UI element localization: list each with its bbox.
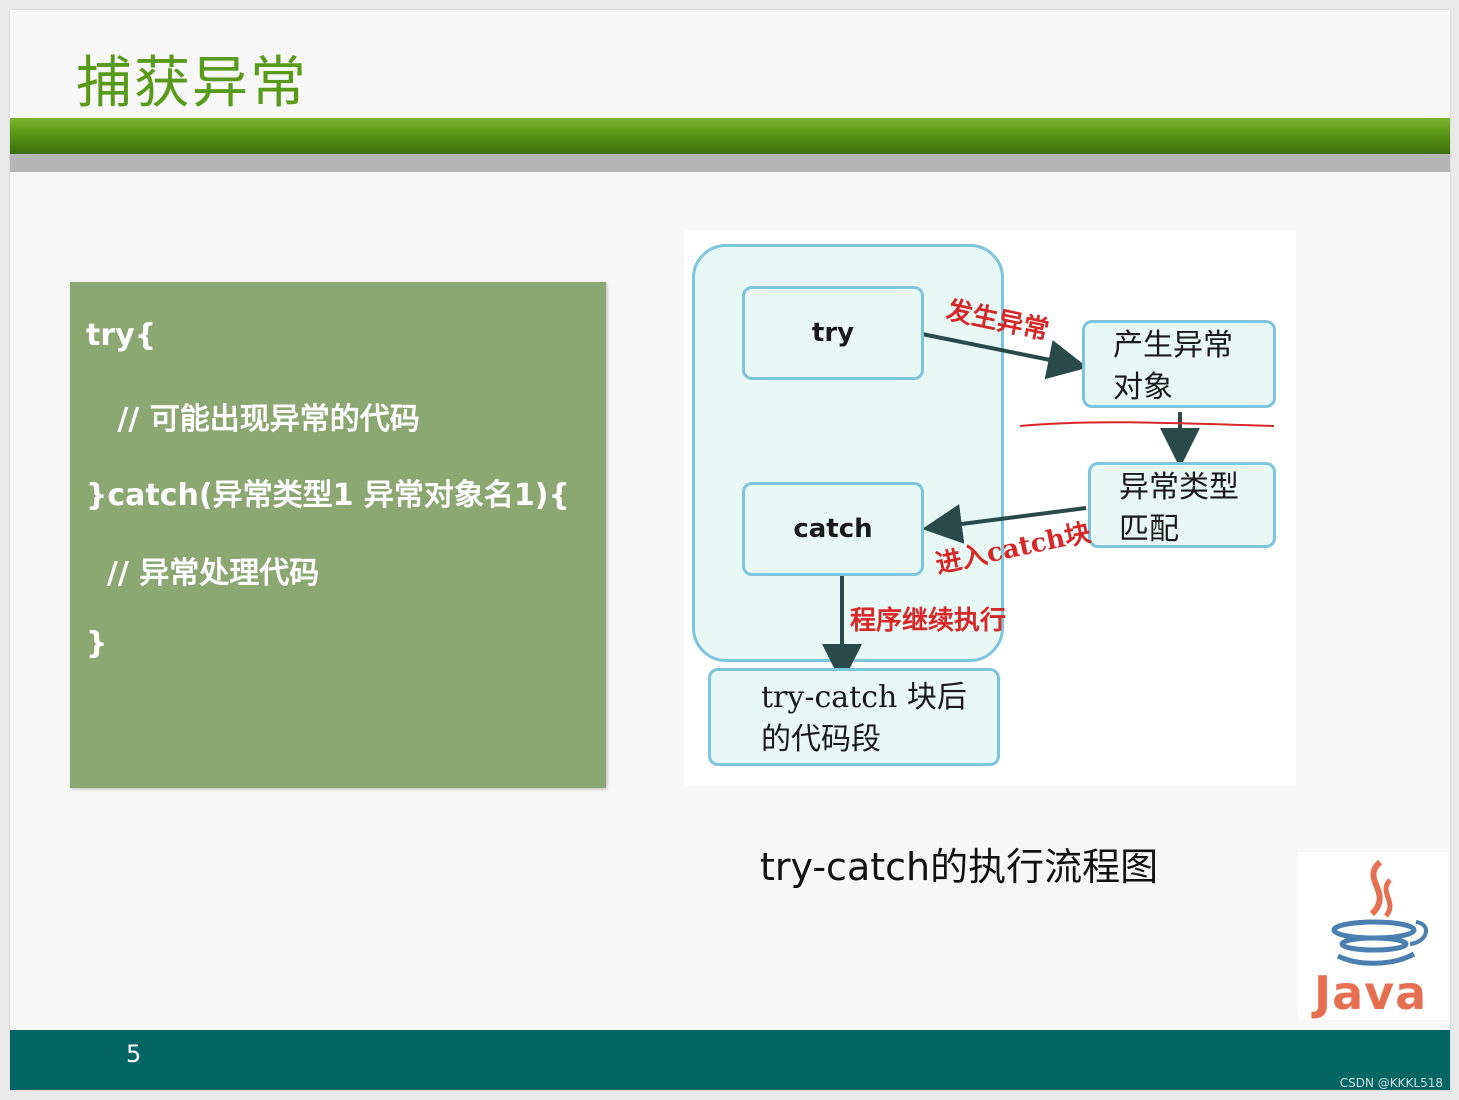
header-gray-bar [10,154,1450,172]
node-type-match: 异常类型 匹配 [1088,462,1276,548]
arrow-try-to-object [921,332,1088,380]
slide: 捕获异常 try{ // 可能出现异常的代码 }catch(异常类型1 异常对象… [10,10,1450,1090]
node-catch: catch [742,482,924,576]
node-exception-object: 产生异常 对象 [1082,320,1276,408]
node-after-block: try-catch 块后 的代码段 [708,668,1000,766]
node-line: 产生异常 [1113,328,1233,363]
code-line: // 可能出现异常的代码 [86,402,420,437]
java-logo [1298,852,1448,1020]
watermark: CSDN @KKKL518 [1339,1076,1443,1090]
diagram-arrows [822,332,1275,684]
java-logo-text: Java [1314,966,1428,1020]
node-line: 异常类型 [1119,470,1239,505]
code-line: // 异常处理代码 [86,556,320,591]
slide-title: 捕获异常 [76,51,308,116]
node-line: 匹配 [1119,512,1179,547]
code-line: } [86,626,108,661]
footer-bar [10,1030,1450,1090]
code-line: }catch(异常类型1 异常对象名1){ [86,478,570,513]
code-block: try{ // 可能出现异常的代码 }catch(异常类型1 异常对象名1){ … [70,282,606,788]
code-line: try{ [86,318,157,353]
label-continue: 程序继续执行 [850,606,1007,636]
header-green-bar [10,118,1450,154]
page-number: 5 [126,1040,142,1068]
node-line: 的代码段 [761,722,881,757]
arrow-match-to-catch [922,504,1087,544]
node-try: try [742,286,924,380]
node-line: try-catch 块后 [761,680,967,715]
coffee-cup-icon [1331,859,1428,966]
flow-diagram: try catch 产生异常 对象 异常类型 匹配 try-catch 块后 的… [684,230,1296,786]
red-underline [1019,421,1275,427]
node-line: 对象 [1113,370,1173,405]
diagram-caption: try-catch的执行流程图 [760,845,1159,889]
